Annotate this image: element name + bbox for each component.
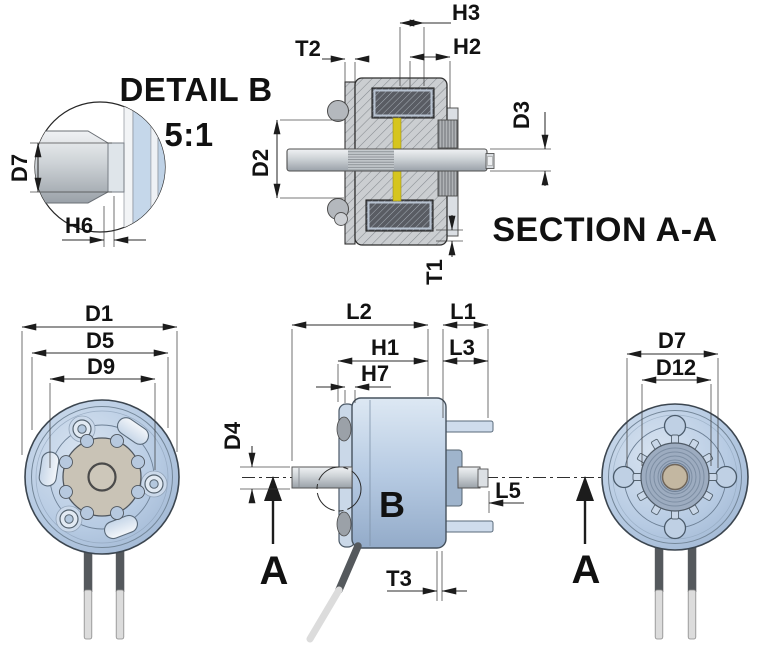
dim-label-d5: D5 [86, 328, 114, 353]
shaft-knurl [348, 150, 394, 170]
dim-label-t2: T2 [295, 36, 321, 61]
magnet-stripe-top [392, 117, 402, 150]
screw-holes [55, 415, 168, 533]
lead-wire-right-tip [115, 589, 125, 640]
bracket-bump-bottom [336, 511, 352, 537]
dim-label-t3: T3 [386, 566, 412, 591]
dim-label-t1: T1 [422, 259, 447, 285]
section-title: SECTION A-A [492, 211, 717, 249]
lead-wire-left-dark [83, 544, 93, 592]
dim-label-h6: H6 [65, 213, 93, 238]
rotor-scallops [59, 434, 145, 520]
dim-label-d1: D1 [85, 301, 113, 326]
section-view: T2 H3 H2 D2 D3 T1 SECTION A-A [248, 0, 717, 285]
dim-label-d2: D2 [248, 149, 273, 177]
detail-title: DETAIL B [119, 71, 272, 108]
dim-label-d12: D12 [656, 355, 696, 380]
screw-head [334, 212, 348, 226]
dim-label-d9: D9 [87, 354, 115, 379]
rear-wire-right-tip [687, 589, 697, 640]
dim-label-h3: H3 [452, 0, 480, 25]
front-view: D1 D5 D9 [21, 301, 180, 640]
wire-dark-segment [335, 542, 362, 594]
section-arrow-right-head [576, 476, 594, 501]
dim-label-d4: D4 [220, 421, 245, 450]
motor-body [351, 397, 447, 549]
section-label-left: A [260, 549, 289, 593]
shaft-front [291, 466, 353, 489]
rear-view: A D7 D12 [572, 328, 749, 640]
shaft-hole-front [87, 462, 117, 492]
coil-bottom-section [365, 199, 434, 232]
shaft-rear-stub [457, 466, 481, 489]
dim-label-h2: H2 [453, 34, 481, 59]
bearing-ball-top [327, 100, 349, 122]
detail-b-view: D7 H6 DETAIL B 5:1 [7, 71, 272, 247]
lead-wire-right-dark [115, 544, 125, 592]
dim-label-l5: L5 [495, 478, 521, 503]
detail-b-label: B [379, 484, 405, 525]
side-view: B A L2 L1 H1 L3 H7 D4 L5 [220, 299, 604, 643]
lead-wire-left-tip [83, 589, 93, 640]
dim-label-l1: L1 [450, 299, 476, 324]
terminal-pin-bottom [444, 520, 494, 533]
dim-label-d7-detail: D7 [7, 154, 32, 182]
coil-top-section [371, 87, 435, 119]
knurled-boss-top [437, 119, 458, 149]
dim-label-d3: D3 [509, 101, 534, 129]
shaft-collar [107, 142, 125, 193]
magnet-stripe-bottom [392, 170, 402, 202]
detail-b-callout-circle [316, 466, 362, 512]
dim-label-d7-rear: D7 [658, 328, 686, 353]
vent-slots [38, 417, 150, 540]
knurled-boss-bottom [437, 167, 458, 197]
rear-wire-right-dark [687, 544, 697, 592]
detail-shaft-profile [35, 102, 165, 232]
section-arrow-left-head [264, 476, 282, 501]
terminal-pin-top [444, 420, 494, 433]
dim-label-l2: L2 [346, 299, 372, 324]
rear-wire-left-tip [654, 589, 664, 640]
rear-wire-left-dark [654, 544, 664, 592]
dim-label-l3: L3 [449, 335, 475, 360]
bracket-bump-top [336, 416, 352, 442]
dim-label-h1: H1 [371, 335, 399, 360]
wire-light-segment [306, 586, 343, 643]
detail-scale: 5:1 [164, 116, 213, 153]
section-label-right: A [572, 548, 601, 592]
shaft-hub-rear [661, 463, 689, 491]
dim-label-h7: H7 [361, 361, 389, 386]
